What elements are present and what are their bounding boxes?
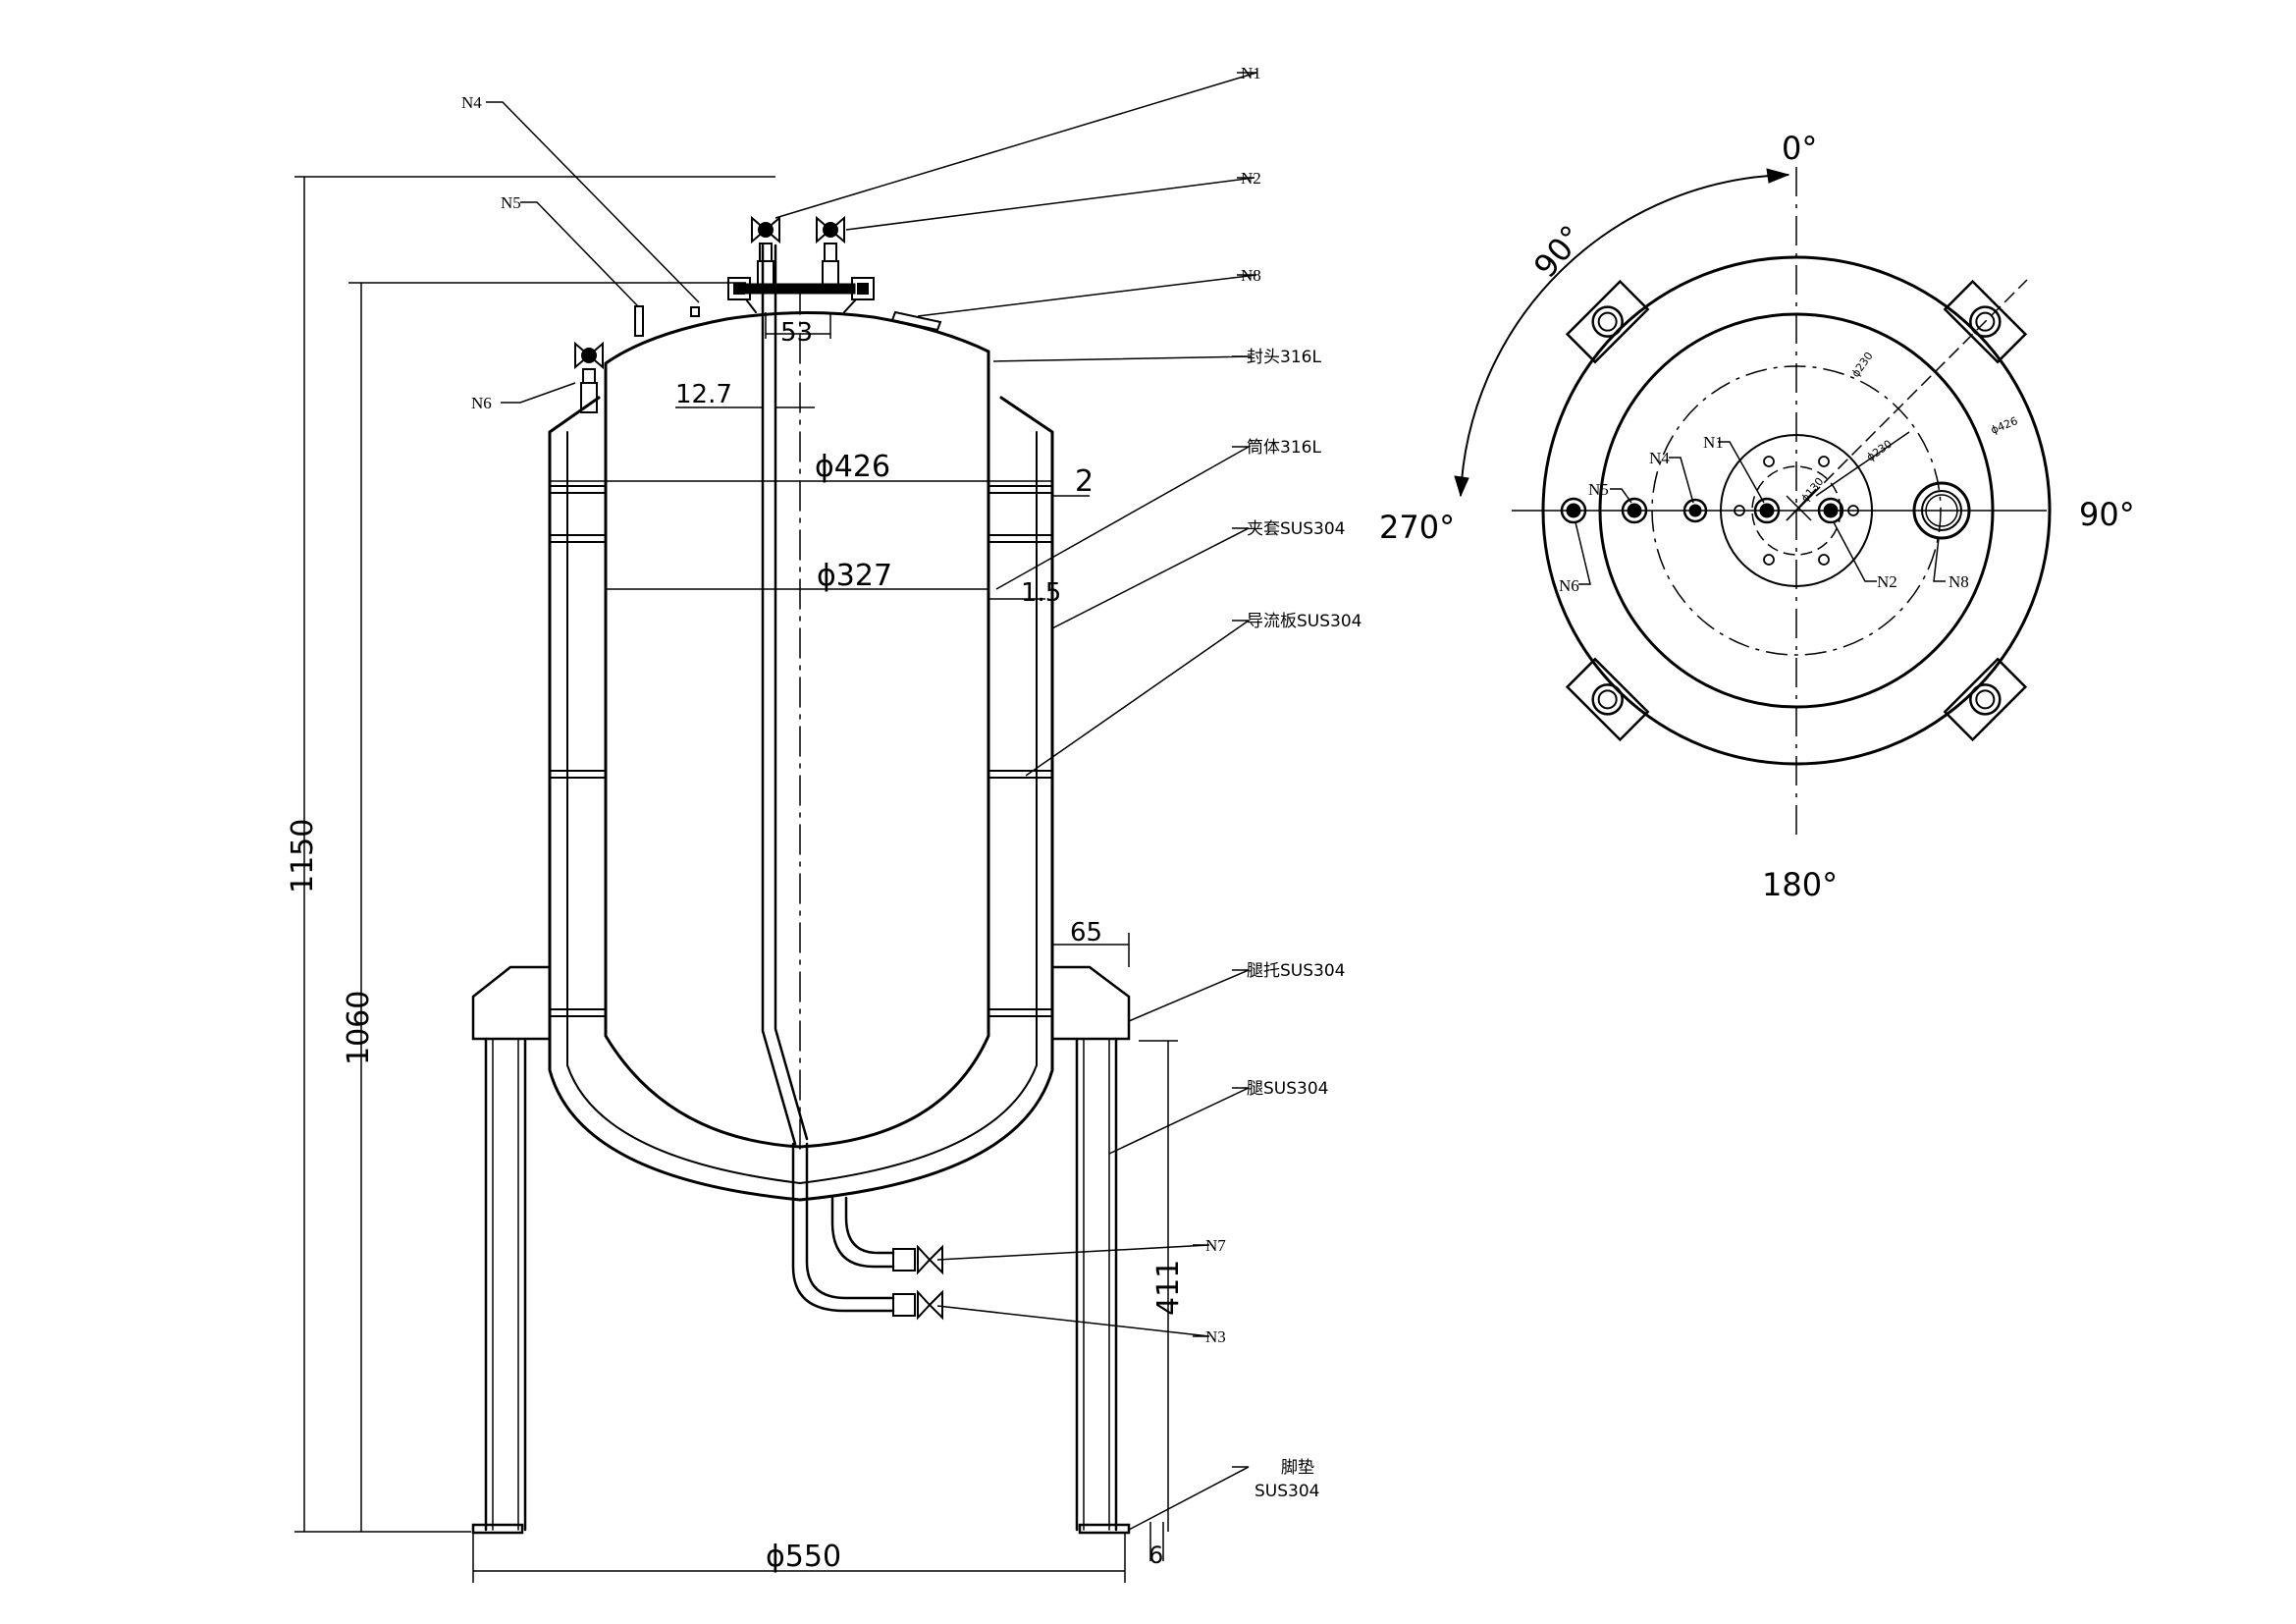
label-baffle: 导流板SUS304	[1247, 612, 1362, 631]
dim-pipe-offset: 12.7	[675, 380, 732, 409]
dim-leg-span: ϕ550	[766, 1540, 841, 1574]
label-n3: N3	[1205, 1327, 1226, 1346]
label-n1: N1	[1241, 64, 1261, 82]
plan-label-n2: N2	[1877, 572, 1897, 591]
elevation-dimension-lines	[294, 176, 1178, 1583]
plan-nozzle-n6	[1560, 497, 1587, 524]
plan-angle-arc	[1460, 174, 1789, 497]
plan-label-n8: N8	[1949, 572, 1969, 591]
plan-lug-top-left	[1565, 279, 1650, 364]
vessel-jacket	[548, 396, 1054, 1202]
plan-nozzle-n2	[1817, 497, 1844, 524]
dim-jacket-dia: ϕ426	[815, 450, 890, 484]
plan-lug-bottom-right	[1943, 657, 2028, 742]
dip-pipe	[761, 244, 809, 1146]
nozzle-n6-valve	[574, 341, 604, 413]
vessel-shell	[604, 310, 990, 1149]
nozzle-n7-valve	[892, 1244, 943, 1275]
dim-pad-thickness: 6	[1148, 1542, 1163, 1569]
plan-flange-circle	[1720, 434, 1873, 587]
plan-dia-mid: ϕ230	[1864, 438, 1895, 464]
dim-jacket-gap: 2	[1075, 464, 1094, 499]
nozzle-n3-valve	[892, 1289, 943, 1321]
baffle-bands	[549, 485, 1053, 1017]
leg-left	[471, 1037, 527, 1535]
label-n5: N5	[501, 193, 521, 212]
dim-shell-gap: 1.5	[1021, 578, 1061, 608]
dim-leg-height: 411	[1151, 1260, 1186, 1316]
angle-bottom: 180°	[1762, 866, 1838, 903]
label-leg: 腿SUS304	[1247, 1079, 1328, 1099]
angle-top: 0°	[1782, 130, 1817, 167]
plan-dia-small: ϕ130	[1798, 475, 1826, 505]
plan-label-n6: N6	[1559, 576, 1579, 595]
leader-lines	[486, 72, 1257, 1531]
leg-right	[1075, 1037, 1131, 1535]
label-n2: N2	[1241, 169, 1261, 188]
plan-dia-inner: ϕ230	[1849, 350, 1876, 380]
dim-bracket-width: 65	[1070, 918, 1102, 947]
plan-view	[1454, 167, 2052, 835]
label-shell: 筒体316L	[1247, 438, 1321, 458]
label-foot-pad-material: SUS304	[1255, 1482, 1319, 1501]
label-n6: N6	[471, 394, 492, 412]
nozzle-n8	[890, 310, 942, 332]
nozzle-n2-valve	[816, 215, 845, 286]
plan-shell-circle	[1598, 312, 1995, 709]
plan-nozzle-n5	[1621, 497, 1648, 524]
dim-shell-dia: ϕ327	[817, 559, 892, 593]
plan-dia-outer: ϕ426	[1989, 414, 2019, 437]
dim-vessel-height: 1060	[342, 991, 376, 1065]
plan-lug-bottom-left	[1565, 657, 1650, 742]
elevation-view	[471, 215, 1131, 1535]
plan-bolt-circle	[1651, 365, 1942, 656]
plan-label-n1: N1	[1703, 433, 1724, 452]
plan-flange-bolts	[1734, 456, 1859, 566]
angle-left: 270°	[1379, 509, 1455, 546]
plan-nozzle-n4	[1682, 498, 1708, 523]
plan-label-n4: N4	[1649, 449, 1670, 467]
plan-nozzle-n1	[1753, 497, 1781, 524]
dim-nozzle-spacing: 53	[780, 318, 813, 348]
jacket-bottom-inner	[566, 1064, 1038, 1185]
label-jacket: 夹套SUS304	[1247, 519, 1345, 539]
label-n7: N7	[1205, 1236, 1226, 1255]
plan-inner-dashed-circle	[1751, 465, 1842, 556]
dim-overall-height: 1150	[286, 819, 320, 893]
plan-nozzle-n8	[1912, 481, 1971, 540]
label-head: 封头316L	[1247, 348, 1321, 367]
label-n4: N4	[461, 93, 482, 112]
nozzle-n5	[634, 305, 644, 337]
angle-right: 90°	[2079, 496, 2135, 533]
angle-arc-label: 90°	[1526, 218, 1591, 285]
label-leg-bracket: 腿托SUS304	[1247, 961, 1345, 981]
nozzle-n4	[690, 306, 700, 317]
label-foot-pad: 脚垫	[1281, 1458, 1314, 1478]
plan-label-n5: N5	[1588, 480, 1609, 499]
leg-bracket-right	[1050, 965, 1131, 1041]
label-n8: N8	[1241, 266, 1261, 285]
plan-jacket-circle	[1541, 255, 2052, 766]
nozzle-n1-valve	[751, 215, 780, 286]
bottom-outlet-pipes	[791, 1142, 895, 1313]
leg-bracket-left	[471, 965, 552, 1041]
top-flange	[744, 283, 856, 295]
